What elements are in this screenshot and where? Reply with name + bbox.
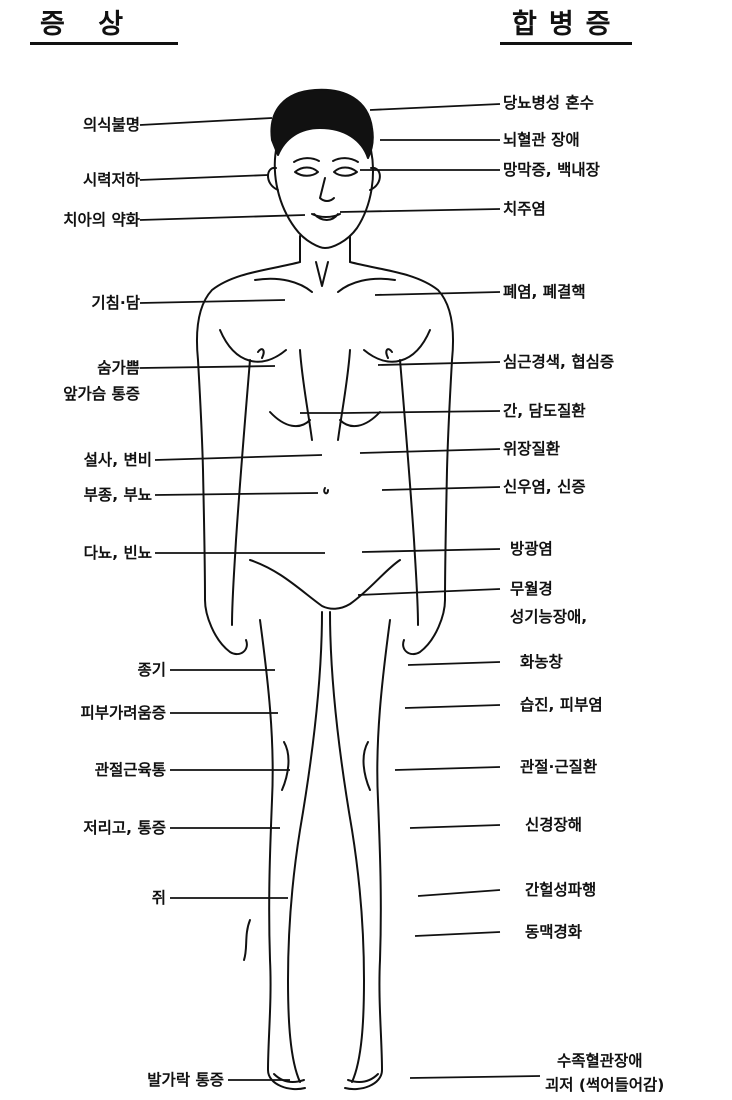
- symptom-label: 앞가슴 통증: [63, 385, 140, 403]
- symptom-label: 저리고, 통증: [83, 819, 166, 837]
- right-eye: [334, 168, 357, 176]
- complication-label: 무월경: [510, 580, 553, 598]
- complication-label: 간헐성파행: [525, 881, 596, 899]
- complication-label: 습진, 피부염: [520, 696, 603, 714]
- symptom-label: 부종, 부뇨: [84, 486, 152, 504]
- complication-label: 수족혈관장애: [557, 1052, 643, 1070]
- complication-label: 뇌혈관 장애: [503, 131, 580, 149]
- complication-label: 화농창: [520, 653, 563, 671]
- mouth: [312, 214, 340, 220]
- symptom-label: 숨가쁨: [97, 359, 140, 377]
- complication-label: 망막증, 백내장: [503, 161, 600, 179]
- complication-label: 신경장해: [525, 816, 582, 834]
- symptom-label: 다뇨, 빈뇨: [84, 544, 152, 562]
- nose: [320, 178, 334, 201]
- complication-label: 폐염, 폐결핵: [503, 283, 586, 301]
- symptom-label: 종기: [137, 661, 166, 679]
- symptom-label: 치아의 약화: [63, 211, 140, 229]
- complication-label: 방광염: [510, 540, 553, 558]
- symptom-label: 관절근육통: [95, 761, 166, 779]
- symptom-label: 설사, 변비: [84, 451, 152, 469]
- complication-label: 동맥경화: [525, 923, 582, 941]
- complication-label: 위장질환: [503, 440, 560, 458]
- complication-label: 심근경색, 협심증: [503, 353, 614, 371]
- left-leg: [260, 620, 305, 1089]
- complication-label: 간, 담도질환: [503, 402, 586, 420]
- complication-label: 성기능장애,: [510, 608, 587, 626]
- symptom-label: 피부가려움증: [80, 704, 166, 722]
- complication-label: 치주염: [503, 200, 546, 218]
- face-outline: [275, 150, 373, 248]
- symptom-label: 시력저하: [83, 171, 140, 189]
- symptom-label: 기침·담: [91, 294, 140, 312]
- symptom-label: 발가락 통증: [147, 1071, 224, 1089]
- complication-label: 관절·근질환: [520, 758, 597, 776]
- symptom-label: 의식불명: [83, 116, 140, 134]
- symptom-label: 쥐: [152, 889, 166, 907]
- right-leg: [345, 620, 390, 1089]
- left-eye: [295, 168, 318, 176]
- complication-label: 당뇨병성 혼수: [503, 94, 594, 112]
- complication-label: 괴저 (썩어들어감): [545, 1076, 664, 1094]
- complication-label: 신우염, 신증: [503, 478, 586, 496]
- hair: [271, 90, 372, 158]
